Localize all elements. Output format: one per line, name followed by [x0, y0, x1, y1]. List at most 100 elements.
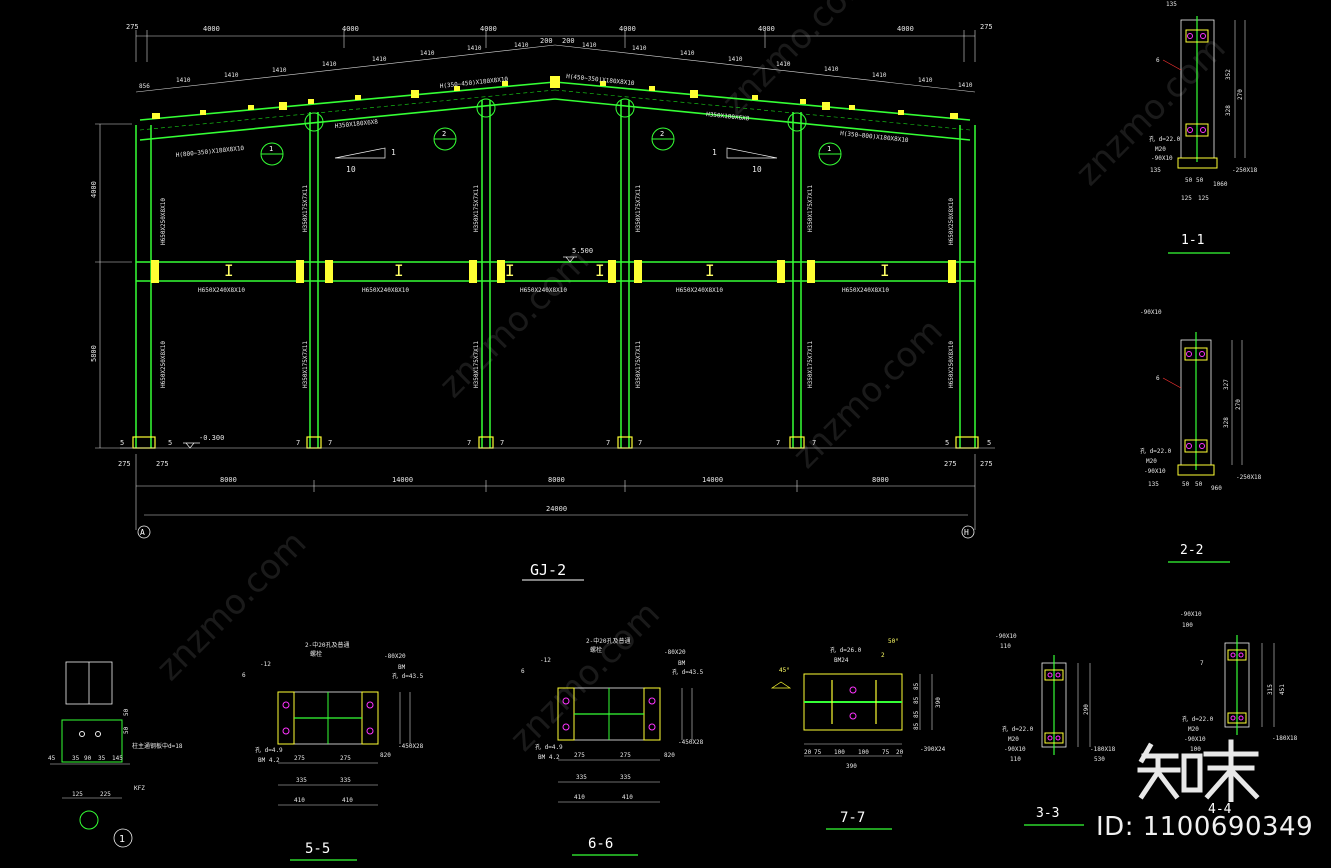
dim: 100	[1182, 622, 1193, 629]
watermark-text: znzmo.com	[149, 523, 314, 688]
detail-1-base: 45 35 90 35 145 125 225 50 50 柱主通钢板中d=18…	[48, 661, 183, 848]
dim: 75	[882, 749, 890, 756]
mid-level-mark: 5.500	[572, 247, 593, 255]
column-labels: H650X250X8X10 H350X175X7X11 H350X175X7X1…	[160, 185, 955, 388]
segment-dim: 1410	[514, 42, 529, 49]
dim: 390	[846, 763, 857, 770]
note: 6	[1156, 57, 1160, 64]
segment-dim: 1410	[322, 61, 337, 68]
i-beam-symbol: I	[595, 261, 605, 280]
dim: 335	[340, 777, 351, 784]
beam-label: H650X240X8X10	[362, 287, 409, 294]
note: -180X18	[1272, 735, 1298, 742]
column-label: H650X250X8X10	[948, 198, 955, 245]
segment-dim: 1410	[272, 67, 287, 74]
note: -12	[540, 657, 551, 664]
bottom-span: 14000	[392, 476, 413, 484]
bottom-span: 8000	[220, 476, 237, 484]
base-section-mark: 7	[296, 439, 300, 447]
dim: -90X10	[1140, 309, 1162, 316]
i-beam-symbol: I	[880, 261, 890, 280]
watermark-text: znzmo.com	[502, 594, 667, 759]
note: 50°	[888, 638, 899, 645]
column-label: H350X175X7X11	[473, 341, 480, 388]
base-section-mark: 7	[500, 439, 504, 447]
note: -250X18	[1232, 167, 1258, 174]
bottom-side-dim: 275	[118, 460, 131, 468]
segment-dim: 1410	[224, 72, 239, 79]
segment-dim: 1410	[632, 45, 647, 52]
dim: -90X10	[1180, 611, 1202, 618]
note: 2-中20孔及普通	[586, 637, 630, 645]
note: 孔 d=22.0	[1002, 725, 1034, 733]
note: 6	[242, 672, 246, 679]
dim: 451	[1279, 684, 1286, 695]
dim: 135	[1150, 167, 1161, 174]
top-dim: 4000	[897, 25, 914, 33]
note: -90X10	[1144, 468, 1166, 475]
dim: 125	[1181, 195, 1192, 202]
segment-dim: 1410	[467, 45, 482, 52]
dim: 35	[98, 755, 106, 762]
dim: 85	[913, 696, 920, 704]
base-section-mark: 7	[328, 439, 332, 447]
note: 孔 d=43.5	[672, 668, 704, 676]
detail-3-3: 290 -90X10 110 孔 d=22.0 M20 -90X10 110 -…	[995, 633, 1116, 826]
note: 孔 d=22.0	[1149, 135, 1181, 143]
dim: 125	[72, 791, 83, 798]
dim: 328	[1225, 105, 1232, 116]
dim: 290	[1083, 704, 1090, 715]
top-dim: 4000	[758, 25, 775, 33]
slope-run: 10	[346, 165, 356, 174]
base-marks: 5 5 7 7 7 7 7 7 7 7 5 5 -0.300	[120, 434, 995, 449]
i-beam-symbol: I	[224, 261, 234, 280]
detail-title: 3-3	[1036, 806, 1059, 821]
segment-dim: 1410	[680, 50, 695, 57]
note: -450X28	[678, 739, 704, 746]
dim: 410	[294, 797, 305, 804]
base-section-mark: 7	[606, 439, 610, 447]
detail-4-4: 315 451 -90X10 100 孔 d=22.0 M20 -90X10 1…	[1180, 611, 1298, 817]
dim: 50	[123, 726, 130, 734]
note: 孔 d=26.0	[830, 646, 862, 654]
height-dim-upper: 4000	[90, 181, 98, 198]
detail-number: 1	[119, 834, 125, 845]
dim: 410	[622, 794, 633, 801]
column-label: H350X175X7X11	[473, 185, 480, 232]
callout-number: 2	[660, 130, 664, 138]
purlins	[152, 76, 958, 119]
dim: 135	[1148, 481, 1159, 488]
segment-dim: 1410	[582, 42, 597, 49]
column-label: H350X175X7X11	[635, 341, 642, 388]
mid-beam: I I I I I I 5.500	[136, 247, 975, 283]
note: 2-中20孔及普通	[305, 641, 349, 649]
segment-dim: 1410	[918, 77, 933, 84]
dim: 110	[1000, 643, 1011, 650]
detail-1-1: 352 270 328 135 孔 d=22.0 M20 -90X10 135 …	[1149, 1, 1258, 254]
beam-label: H650X240X8X10	[676, 287, 723, 294]
note: -450X28	[398, 743, 424, 750]
bottom-dimension-chain: 275 275 275 275 8000 14000 8000 14000 80…	[118, 454, 993, 539]
detail-title: 1-1	[1181, 233, 1204, 248]
note: 孔 d=4.9	[255, 746, 283, 754]
dim: 270	[1235, 399, 1242, 410]
dim: 75	[814, 749, 822, 756]
dim: 225	[100, 791, 111, 798]
note: -90X10	[1151, 155, 1173, 162]
dim: 85	[913, 710, 920, 718]
top-dim: 275	[980, 23, 993, 31]
note: BM	[678, 660, 686, 667]
dim: 50	[123, 708, 130, 716]
column-label: H650X250X8X10	[160, 341, 167, 388]
segment-dim: 1410	[420, 50, 435, 57]
detail-5-5: 275 275 335 335 410 410 820 2-中20孔及普通 螺栓…	[242, 641, 424, 861]
top-dim: 4000	[342, 25, 359, 33]
i-beam-symbol: I	[394, 261, 404, 280]
rafter-label: H(350~800)X180X8X10	[840, 130, 909, 144]
base-section-mark: 5	[168, 439, 172, 447]
note: 2	[881, 652, 885, 659]
dim: 145	[112, 755, 123, 762]
note: M20	[1146, 458, 1157, 465]
segment-dim: 1410	[872, 72, 887, 79]
segment-dim: 1410	[176, 77, 191, 84]
